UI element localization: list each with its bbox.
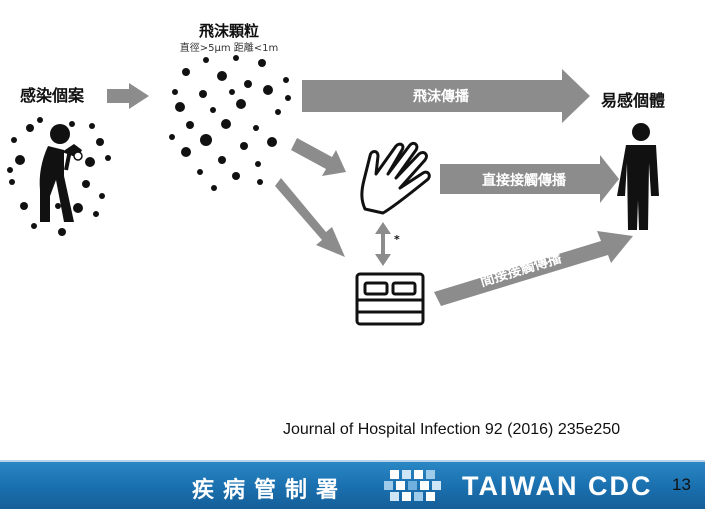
arrow-droplet-transmission	[302, 69, 590, 123]
footer-org-en: TAIWAN CDC	[462, 471, 653, 501]
link-arrowhead-up	[375, 222, 391, 234]
label-droplet-transmission: 飛沫傳播	[412, 88, 470, 105]
droplet-dot	[267, 137, 277, 147]
page-number: 13	[672, 475, 691, 494]
droplet-dot	[203, 57, 209, 63]
droplet-dot	[9, 179, 15, 185]
citation: Journal of Hospital Infection 92 (2016) …	[283, 421, 621, 438]
droplet-dot	[197, 169, 203, 175]
link-arrowhead-down	[375, 254, 391, 266]
droplet-dot	[263, 85, 273, 95]
arrow-droplets-to-bed	[275, 178, 345, 257]
droplet-dot	[20, 202, 28, 210]
droplet-dot	[26, 124, 34, 132]
transmission-diagram: 飛沫傳播 直接接觸傳播 間接接觸傳播 * 飛沫顆粒 直徑>5μm 距離<1m 感…	[7, 22, 665, 326]
droplet-dot	[7, 167, 13, 173]
arrow-direct-contact	[440, 155, 619, 203]
droplet-dot	[217, 71, 227, 81]
droplet-dot	[93, 211, 99, 217]
droplet-cloud	[169, 55, 291, 191]
droplet-dot	[285, 95, 291, 101]
droplet-dot	[232, 172, 240, 180]
droplet-dot	[200, 134, 212, 146]
bed-icon	[355, 272, 425, 326]
droplet-dot	[255, 161, 261, 167]
footer-org-cn: 疾病管制署	[192, 478, 348, 503]
arrow-droplets-to-hand	[291, 138, 346, 176]
arrow-infected-to-droplets	[107, 83, 149, 109]
droplet-dot	[31, 223, 37, 229]
droplet-dot	[37, 117, 43, 123]
droplet-dot	[258, 59, 266, 67]
droplet-dot	[233, 55, 239, 61]
droplet-dot	[199, 90, 207, 98]
footer-bar: 疾病管制署 TAIWAN CDC 13	[0, 460, 705, 509]
cdc-logo-squares	[384, 470, 441, 501]
droplet-dot	[11, 137, 17, 143]
droplet-dot	[181, 147, 191, 157]
droplet-subtitle: 直徑>5μm 距離<1m	[180, 41, 279, 54]
droplet-dot	[210, 107, 216, 113]
droplet-dot	[244, 80, 252, 88]
droplet-dot	[182, 68, 190, 76]
label-direct-contact: 直接接觸傳播	[482, 172, 567, 189]
droplet-dot	[82, 180, 90, 188]
droplet-dot	[85, 157, 95, 167]
droplet-dot	[229, 89, 235, 95]
droplet-dot	[218, 156, 226, 164]
droplet-dot	[89, 123, 95, 129]
droplet-dot	[69, 121, 75, 127]
droplet-dot	[275, 109, 281, 115]
droplet-dot	[186, 121, 194, 129]
droplet-dot	[58, 228, 66, 236]
droplet-dot	[55, 203, 61, 209]
droplet-dot	[105, 155, 111, 161]
droplet-dot	[236, 99, 246, 109]
droplet-dot	[211, 185, 217, 191]
infected-label: 感染個案	[20, 86, 85, 105]
arrow-indirect-contact	[434, 231, 633, 306]
person-icon	[617, 123, 659, 230]
droplet-dot	[175, 102, 185, 112]
susceptible-label: 易感個體	[601, 91, 665, 110]
droplet-dot	[283, 77, 289, 83]
droplet-dot	[99, 193, 105, 199]
droplet-dot	[221, 119, 231, 129]
droplet-dot	[73, 203, 83, 213]
droplet-dot	[240, 142, 248, 150]
droplet-dot	[169, 134, 175, 140]
droplet-dot	[257, 179, 263, 185]
droplet-dot	[96, 138, 104, 146]
droplet-dot	[172, 89, 178, 95]
hand-icon	[360, 141, 431, 215]
droplet-title: 飛沫顆粒	[198, 22, 259, 40]
droplet-dot	[15, 155, 25, 165]
droplet-dot	[253, 125, 259, 131]
coughing-person-icon	[7, 117, 111, 236]
link-asterisk: *	[394, 233, 400, 246]
